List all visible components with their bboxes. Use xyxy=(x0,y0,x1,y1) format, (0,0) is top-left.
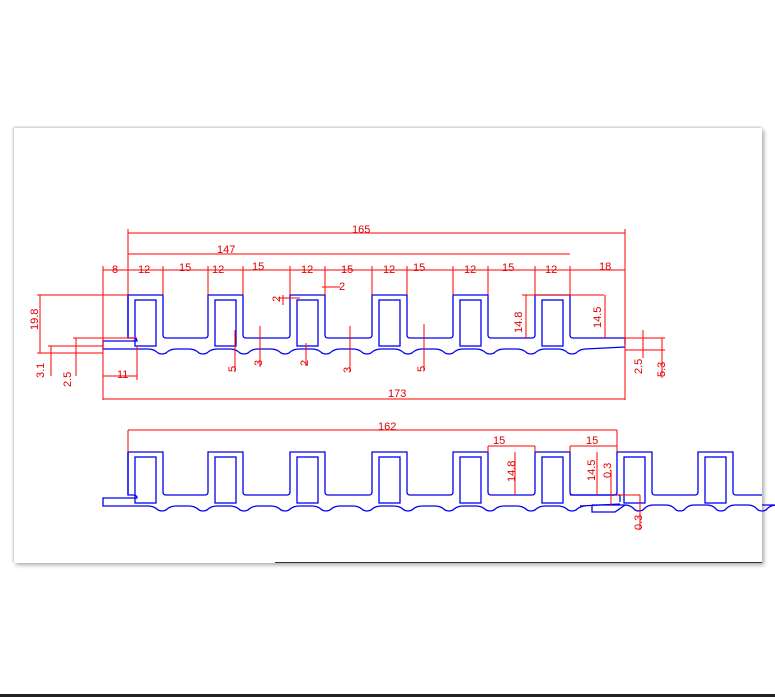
dim-row-3: 12 xyxy=(212,264,224,276)
dim-row-2: 15 xyxy=(179,262,191,274)
profile-1-rib-hollow xyxy=(541,299,564,347)
profile-2-top-outline xyxy=(127,451,621,502)
dim-14-5: 14.5 xyxy=(592,307,604,328)
profile-2-rib-hollow xyxy=(296,456,319,504)
profile-1-rib-hollow xyxy=(378,299,401,347)
dim-2-5: 2.5 xyxy=(62,372,74,387)
profile-3-top-outline xyxy=(570,451,762,496)
dim-p2-0-3-b: 0.3 xyxy=(633,515,645,530)
profile-2-rib-hollow xyxy=(134,456,157,504)
profile-3-rib-hollow xyxy=(704,456,727,504)
dim-row-10: 15 xyxy=(502,262,514,274)
dim-15-b: 15 xyxy=(586,435,598,447)
dim-p2-14-5: 14.5 xyxy=(586,460,598,481)
dim-173: 173 xyxy=(388,388,406,400)
dim-wall-2-vertical: 2 xyxy=(271,296,283,302)
dim-row-11: 12 xyxy=(545,264,557,276)
dim-end-2-5: 2.5 xyxy=(633,359,645,374)
profile-2-left-tab xyxy=(102,452,141,507)
dim-p2-0-3-a: 0.3 xyxy=(602,463,614,478)
profile-3-rib-hollow xyxy=(623,456,646,504)
dim-wall-2-horizontal: 2 xyxy=(339,281,345,293)
dim-row-9: 12 xyxy=(464,264,476,276)
dim-row-4: 15 xyxy=(252,261,264,273)
dimension-lines xyxy=(37,229,665,530)
dim-19-8: 19.8 xyxy=(29,309,41,330)
profile-1-rib-hollow xyxy=(134,299,157,347)
title-block-line xyxy=(275,562,762,563)
dim-165: 165 xyxy=(352,224,370,236)
profile-2-bottom-ripple xyxy=(141,503,621,512)
dim-bottom-5b: 5 xyxy=(416,366,428,372)
dim-bottom-5a: 5 xyxy=(227,366,239,372)
profile-2-rib-hollow xyxy=(378,456,401,504)
profile-3-bottom-ripple xyxy=(591,504,775,513)
dim-bottom-3b: 3 xyxy=(342,367,354,373)
profile-1-rib-hollow xyxy=(459,299,482,347)
dim-bottom-2: 2 xyxy=(299,360,311,366)
dim-162: 162 xyxy=(378,421,396,433)
window-bottom-edge xyxy=(0,694,775,697)
dim-15-a: 15 xyxy=(493,435,505,447)
dim-14-8: 14.8 xyxy=(513,312,525,333)
dim-end-5-3: 5.3 xyxy=(656,362,668,377)
profile-2-rib-hollow xyxy=(541,456,564,504)
dim-row-12: 18 xyxy=(599,261,611,273)
dim-p2-14-8: 14.8 xyxy=(506,461,518,482)
dim-row-8: 15 xyxy=(413,262,425,274)
dim-147: 147 xyxy=(217,244,235,256)
profile-1-bottom-ripple xyxy=(141,346,626,355)
profile-2-rib-hollow xyxy=(459,456,482,504)
dim-row-7: 12 xyxy=(383,264,395,276)
dim-3-1: 3.1 xyxy=(35,363,47,378)
profile-1-rib-hollow xyxy=(214,299,237,347)
dim-bottom-3a: 3 xyxy=(253,360,265,366)
profile-1-rib-hollow xyxy=(296,299,319,347)
dim-row-5: 12 xyxy=(301,264,313,276)
dim-row-1: 12 xyxy=(138,264,150,276)
profile-1-top-outline xyxy=(127,294,626,345)
dim-row-0: 8 xyxy=(112,264,118,276)
profiles xyxy=(102,294,775,513)
dim-11: 11 xyxy=(117,369,128,381)
dim-row-6: 15 xyxy=(341,264,353,276)
profile-2-rib-hollow xyxy=(214,456,237,504)
